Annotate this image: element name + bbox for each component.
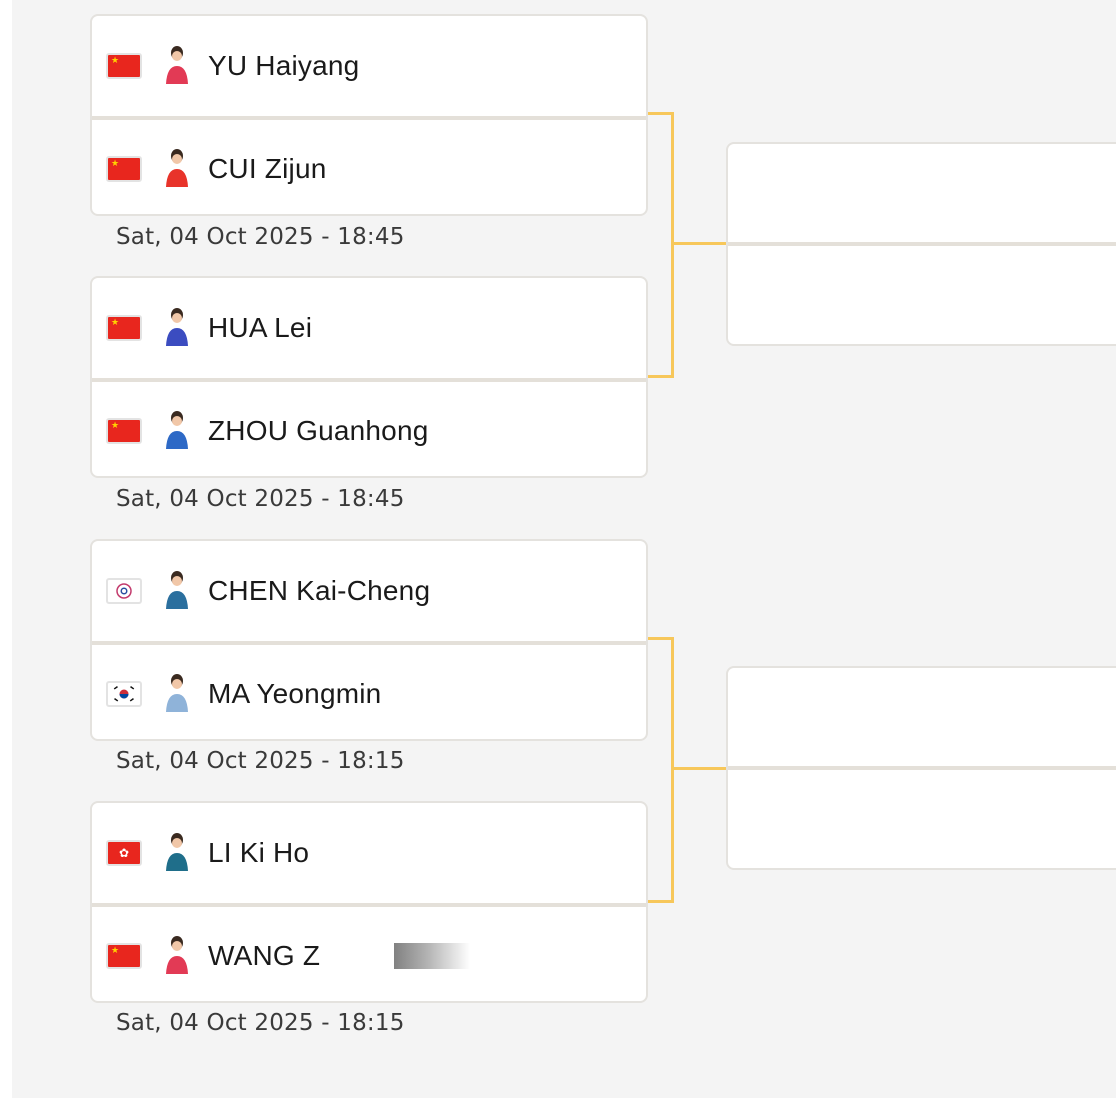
china-flag-icon bbox=[106, 418, 142, 444]
player-name: HUA Lei bbox=[208, 312, 312, 344]
empty-player-slot[interactable] bbox=[728, 668, 1116, 766]
player-slot[interactable]: ✿ LI Ki Ho bbox=[92, 803, 646, 903]
player-name: CHEN Kai-Cheng bbox=[208, 575, 430, 607]
empty-player-slot[interactable] bbox=[728, 242, 1116, 344]
player-slot[interactable]: CUI Zijun bbox=[92, 116, 646, 216]
china-flag-icon bbox=[106, 315, 142, 341]
match-time: Sat, 04 Oct 2025 - 18:15 bbox=[116, 748, 405, 774]
match-time: Sat, 04 Oct 2025 - 18:45 bbox=[116, 486, 405, 512]
bracket-connector bbox=[671, 112, 674, 378]
bracket-connector bbox=[648, 900, 674, 903]
next-round-match-card[interactable] bbox=[726, 666, 1116, 870]
hong-kong-flag-icon: ✿ bbox=[106, 840, 142, 866]
bracket-connector bbox=[648, 375, 674, 378]
player-name: LI Ki Ho bbox=[208, 837, 309, 869]
player-avatar bbox=[164, 934, 190, 978]
match-card[interactable]: CHEN Kai-Cheng MA Yeongmin bbox=[90, 539, 648, 741]
player-name: MA Yeongmin bbox=[208, 678, 381, 710]
player-slot[interactable]: ZHOU Guanhong bbox=[92, 378, 646, 478]
player-avatar bbox=[164, 44, 190, 88]
player-name: WANG Z bbox=[208, 940, 320, 972]
chinese-taipei-flag-icon bbox=[106, 578, 142, 604]
match-card[interactable]: YU Haiyang CUI Zijun bbox=[90, 14, 648, 216]
player-slot[interactable]: WANG Z bbox=[92, 903, 646, 1003]
bracket-connector bbox=[671, 242, 727, 245]
player-avatar bbox=[164, 409, 190, 453]
match-card[interactable]: ✿ LI Ki Ho WANG Z bbox=[90, 801, 648, 1003]
player-slot[interactable]: HUA Lei bbox=[92, 278, 646, 378]
player-avatar bbox=[164, 672, 190, 716]
player-avatar bbox=[164, 306, 190, 350]
china-flag-icon bbox=[106, 53, 142, 79]
match-time: Sat, 04 Oct 2025 - 18:15 bbox=[116, 1010, 405, 1036]
china-flag-icon bbox=[106, 156, 142, 182]
player-name: ZHOU Guanhong bbox=[208, 415, 429, 447]
player-name: YU Haiyang bbox=[208, 50, 359, 82]
player-slot[interactable]: CHEN Kai-Cheng bbox=[92, 541, 646, 641]
empty-player-slot[interactable] bbox=[728, 766, 1116, 868]
player-slot[interactable]: MA Yeongmin bbox=[92, 641, 646, 741]
bracket-connector bbox=[671, 767, 727, 770]
south-korea-flag-icon bbox=[106, 681, 142, 707]
empty-player-slot[interactable] bbox=[728, 144, 1116, 242]
next-round-match-card[interactable] bbox=[726, 142, 1116, 346]
tournament-bracket: YU Haiyang CUI Zijun Sat, 04 Oct 2025 - … bbox=[12, 0, 1116, 1098]
china-flag-icon bbox=[106, 943, 142, 969]
player-name: CUI Zijun bbox=[208, 153, 327, 185]
bracket-connector bbox=[671, 637, 674, 903]
player-avatar bbox=[164, 569, 190, 613]
redaction-mark bbox=[394, 943, 470, 969]
player-slot[interactable]: YU Haiyang bbox=[92, 16, 646, 116]
match-card[interactable]: HUA Lei ZHOU Guanhong bbox=[90, 276, 648, 478]
player-avatar bbox=[164, 147, 190, 191]
match-time: Sat, 04 Oct 2025 - 18:45 bbox=[116, 224, 405, 250]
player-avatar bbox=[164, 831, 190, 875]
